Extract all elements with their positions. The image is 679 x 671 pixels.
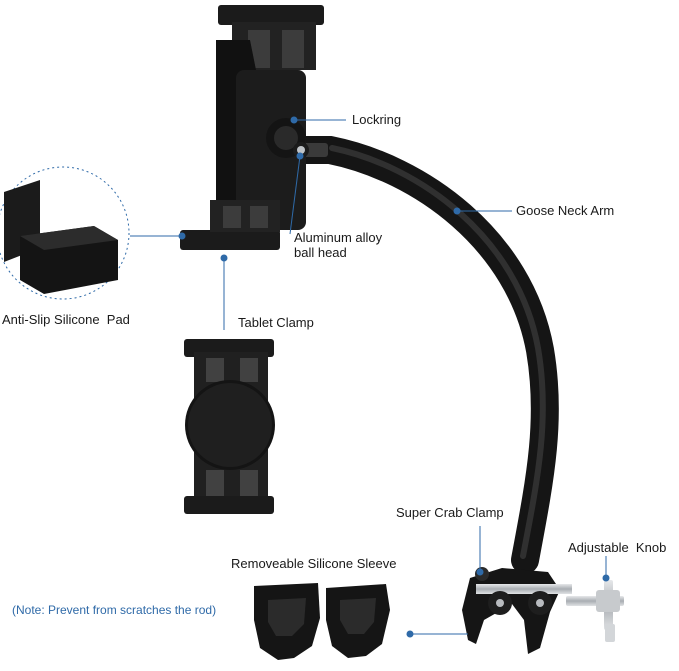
marker-goose-neck [453,207,461,215]
marker-super-crab [476,568,484,576]
label-ball-head-line1: Aluminum alloy [294,230,383,245]
label-goose-neck-arm: Goose Neck Arm [516,203,615,218]
marker-ball-head [296,152,304,160]
leader-ball-head [289,155,301,235]
marker-sleeve [406,630,414,638]
anti-slip-pad-inset [0,166,130,300]
label-note: (Note: Prevent from scratches the rod) [12,603,217,617]
label-anti-slip-pad: Anti-Slip Silicone Pad [2,312,130,327]
label-lockring: Lockring [352,112,402,127]
marker-anti-slip [178,232,186,240]
label-silicone-sleeve: Removeable Silicone Sleeve [231,556,397,571]
marker-dots [178,116,610,638]
super-crab-clamp [462,567,572,654]
adjustable-knob [566,580,624,642]
tablet-clamp-back [184,339,275,514]
label-super-crab-clamp: Super Crab Clamp [396,505,504,520]
label-ball-head-line2: ball head [294,245,347,260]
lockring-ball-head [266,118,309,158]
label-tablet-clamp: Tablet Clamp [238,315,314,330]
label-adjustable-knob: Adjustable Knob [568,540,667,555]
leader-lines [130,119,607,635]
marker-adjustable-knob [602,574,610,582]
marker-lockring [290,116,298,124]
goose-neck-arm [286,136,559,574]
silicone-sleeves [254,583,390,660]
marker-tablet-clamp [220,254,228,262]
